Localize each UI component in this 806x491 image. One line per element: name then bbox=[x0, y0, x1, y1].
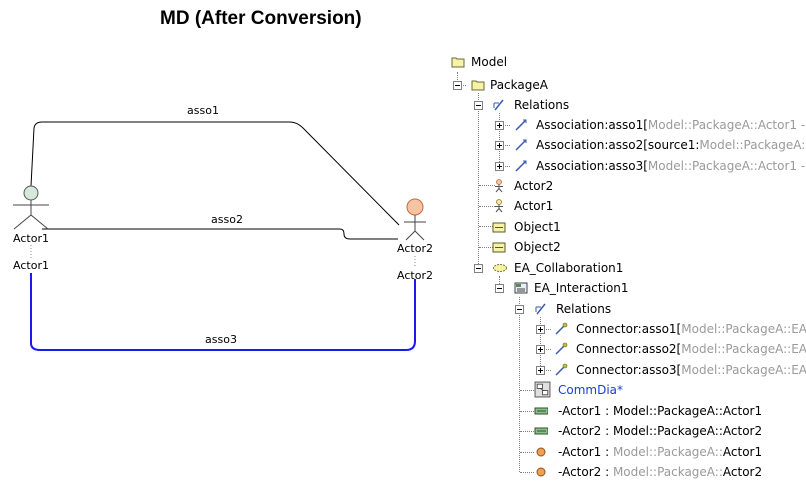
tree-item-association-asso3[interactable]: Association:asso3[Model::PackageA::Actor… bbox=[512, 156, 806, 176]
relations-icon bbox=[535, 303, 546, 315]
tree-item-relations[interactable]: Relations bbox=[492, 95, 692, 115]
tree-item-actor1[interactable]: Actor1 bbox=[492, 196, 692, 216]
actor1-name-label: Actor1 bbox=[13, 232, 49, 245]
actor1-figure[interactable] bbox=[13, 185, 49, 230]
tree-item-actor2[interactable]: Actor2 bbox=[492, 176, 692, 196]
package-icon bbox=[471, 80, 485, 91]
object-icon bbox=[492, 222, 506, 233]
part-icon bbox=[536, 467, 546, 477]
tree-item-connector-asso1[interactable]: Connector:asso1[Model::PackageA::EA_ bbox=[552, 319, 806, 339]
association-line-asso2[interactable] bbox=[42, 228, 398, 240]
collapse-toggle-collaboration[interactable] bbox=[474, 264, 483, 273]
association-icon bbox=[515, 139, 527, 151]
tree-item-part-actor1[interactable]: -Actor1 : Model::PackageA::Actor1 bbox=[534, 442, 806, 462]
connector-icon bbox=[555, 363, 568, 376]
asso1-label[interactable]: asso1 bbox=[187, 104, 219, 117]
expand-toggle-conn2[interactable] bbox=[536, 345, 545, 354]
actor-icon bbox=[495, 199, 503, 213]
tree-item-part-actor2[interactable]: -Actor2 : Model::PackageA::Actor2 bbox=[534, 462, 806, 482]
object-icon bbox=[492, 242, 506, 253]
association-line-asso3[interactable] bbox=[30, 273, 416, 351]
association-icon bbox=[515, 160, 527, 172]
communication-diagram-icon bbox=[534, 381, 551, 398]
connector-icon bbox=[555, 322, 568, 335]
tree-item-association-asso1[interactable]: Association:asso1[Model::PackageA::Actor… bbox=[512, 115, 806, 135]
actor-icon bbox=[495, 179, 503, 193]
page-title: MD (After Conversion) bbox=[160, 8, 362, 29]
tree-item-ea-interaction1[interactable]: EA_Interaction1 bbox=[512, 278, 712, 298]
interaction-icon bbox=[514, 282, 528, 294]
tree-item-object2[interactable]: Object2 bbox=[492, 237, 692, 257]
tree-item-lifeline-actor2[interactable]: -Actor2 : Model::PackageA::Actor2 bbox=[534, 421, 806, 441]
actor2-figure[interactable] bbox=[404, 198, 426, 241]
collapse-toggle-packagea[interactable] bbox=[453, 81, 462, 90]
tree-item-association-asso2[interactable]: Association:asso2[source1:Model::Package… bbox=[512, 135, 806, 155]
tree-item-model[interactable]: Model bbox=[450, 52, 650, 72]
expand-toggle-assoc2[interactable] bbox=[495, 141, 504, 150]
actor2-role-label: Actor2 bbox=[397, 269, 433, 282]
lifeline-icon bbox=[534, 407, 548, 415]
asso2-label[interactable]: asso2 bbox=[211, 213, 243, 226]
tree-item-ea-collaboration1[interactable]: EA_Collaboration1 bbox=[492, 258, 692, 278]
tree-item-object1[interactable]: Object1 bbox=[492, 217, 692, 237]
expand-toggle-assoc1[interactable] bbox=[495, 121, 504, 130]
asso3-label[interactable]: asso3 bbox=[205, 333, 237, 346]
tree-item-connector-asso3[interactable]: Connector:asso3[Model::PackageA::EA_ bbox=[552, 360, 806, 380]
part-icon bbox=[536, 447, 546, 457]
actor2-name-label: Actor2 bbox=[397, 242, 433, 255]
folder-icon bbox=[451, 57, 465, 68]
collapse-toggle-relations2[interactable] bbox=[515, 305, 524, 314]
diagram-canvas bbox=[13, 121, 426, 351]
relations-icon bbox=[493, 99, 504, 111]
expand-toggle-conn1[interactable] bbox=[536, 325, 545, 334]
collapse-toggle-interaction[interactable] bbox=[495, 284, 504, 293]
tree-item-lifeline-actor1[interactable]: -Actor1 : Model::PackageA::Actor1 bbox=[534, 401, 806, 421]
tree-item-model-label: Model bbox=[471, 55, 508, 69]
tree-item-relations-2[interactable]: Relations bbox=[534, 299, 734, 319]
tree-item-connector-asso2[interactable]: Connector:asso2[Model::PackageA::EA_ bbox=[552, 339, 806, 359]
tree-item-packagea[interactable]: PackageA bbox=[470, 75, 670, 95]
lifeline-icon bbox=[534, 427, 548, 435]
tree-item-commdia[interactable]: CommDia* bbox=[534, 380, 734, 400]
expand-toggle-conn3[interactable] bbox=[536, 366, 545, 375]
association-icon bbox=[515, 119, 527, 131]
association-line-asso1[interactable] bbox=[30, 121, 400, 226]
expand-toggle-assoc3[interactable] bbox=[495, 162, 504, 171]
connector-icon bbox=[555, 342, 568, 355]
actor1-role-label: Actor1 bbox=[13, 259, 49, 272]
collapse-toggle-relations[interactable] bbox=[474, 101, 483, 110]
collaboration-icon bbox=[493, 264, 507, 272]
